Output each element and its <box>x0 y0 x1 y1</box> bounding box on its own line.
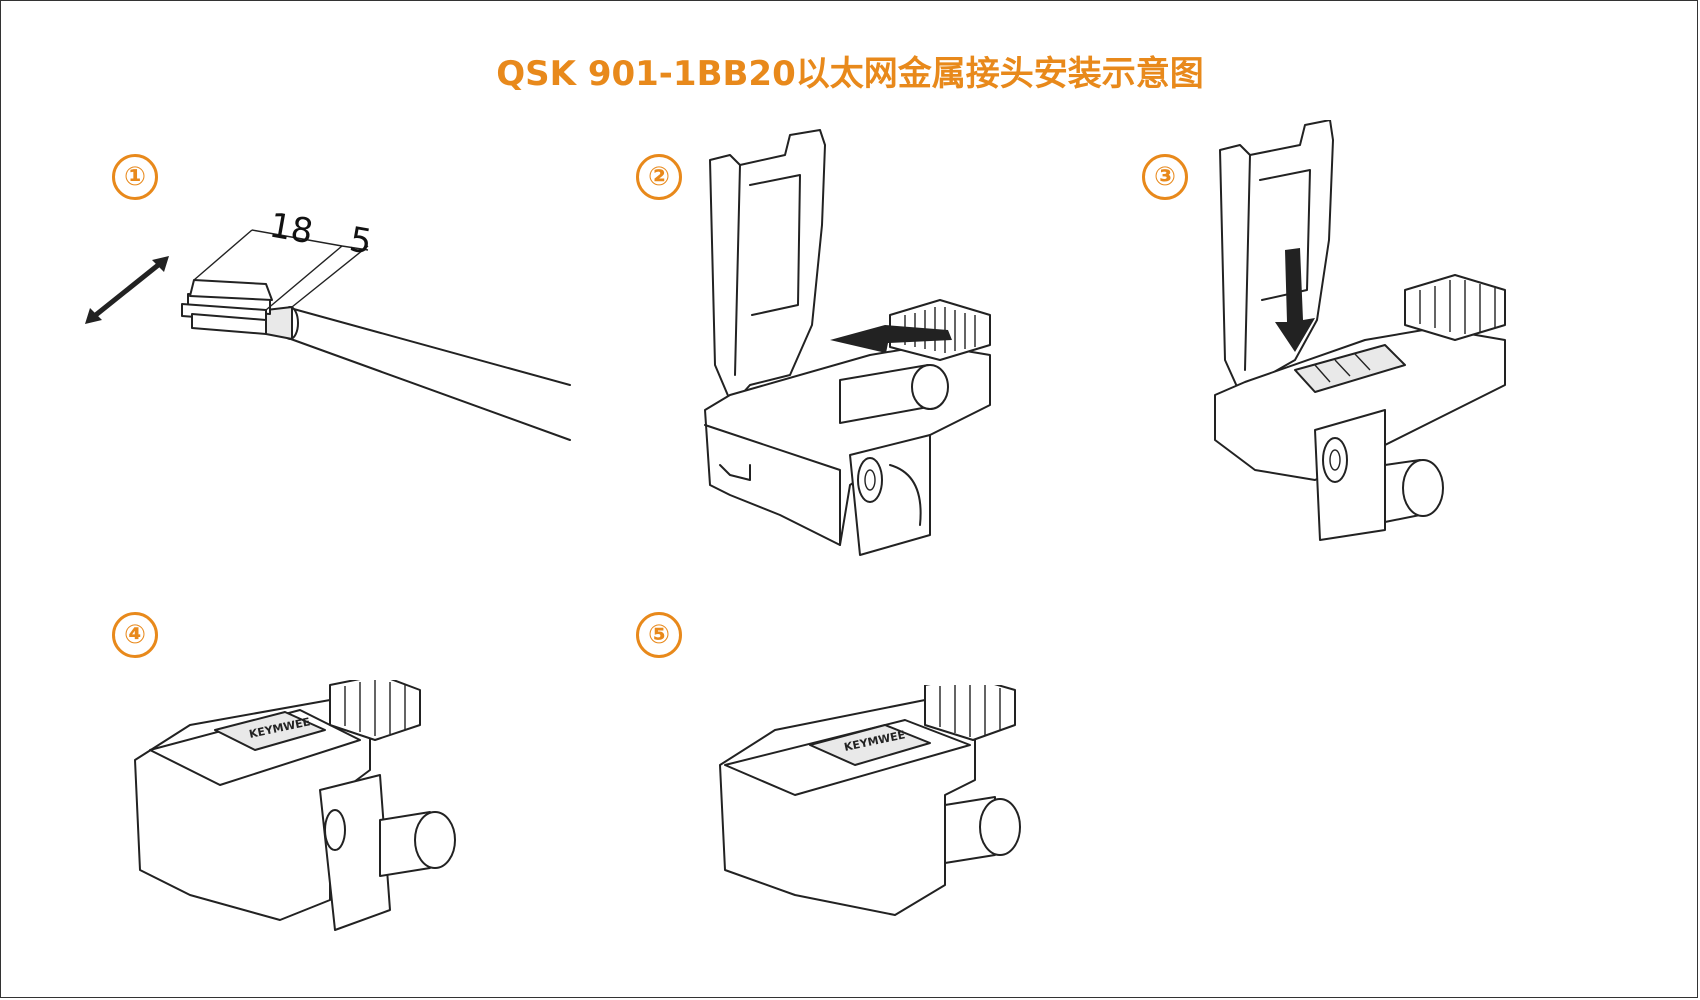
step-5-badge: ⑤ <box>636 612 682 658</box>
step-3-illustration <box>1214 120 1506 541</box>
connector-base <box>1214 327 1506 481</box>
step-1-badge: ① <box>112 154 158 200</box>
step-1-illustration: 18 5 <box>85 210 571 441</box>
step-5-illustration: KEYMWEE <box>719 685 1021 916</box>
page-title: QSK 901-1BB20以太网金属接头安装示意图 <box>496 54 1204 94</box>
cable-wires <box>181 279 273 335</box>
press-down-arrow-icon <box>1275 248 1315 352</box>
double-arrow-icon <box>85 256 169 324</box>
cable-clamp <box>1314 409 1386 541</box>
step-4-illustration: KEYMWEE <box>134 680 456 931</box>
cable-end <box>379 811 456 877</box>
step-2-badge: ② <box>636 154 682 200</box>
step-4-badge: ④ <box>112 612 158 658</box>
strip-length-label: 18 <box>266 210 316 252</box>
step-3-badge: ③ <box>1142 154 1188 200</box>
insert-arrow-icon <box>830 325 952 353</box>
brand-plate: KEYMWEE <box>214 711 326 751</box>
brand-plate: KEYMWEE <box>809 724 931 766</box>
shield-length-label: 5 <box>346 219 374 262</box>
open-lid <box>709 129 826 406</box>
cable-end <box>1384 459 1444 523</box>
contact-block <box>1294 344 1406 393</box>
dimension-lines <box>193 229 369 311</box>
cable-clamp <box>849 434 931 556</box>
cable-jacket <box>281 306 571 441</box>
step-2-illustration <box>704 129 991 556</box>
cable-end <box>944 796 1021 864</box>
cable-end <box>839 364 949 424</box>
cable-clamp <box>319 774 391 931</box>
